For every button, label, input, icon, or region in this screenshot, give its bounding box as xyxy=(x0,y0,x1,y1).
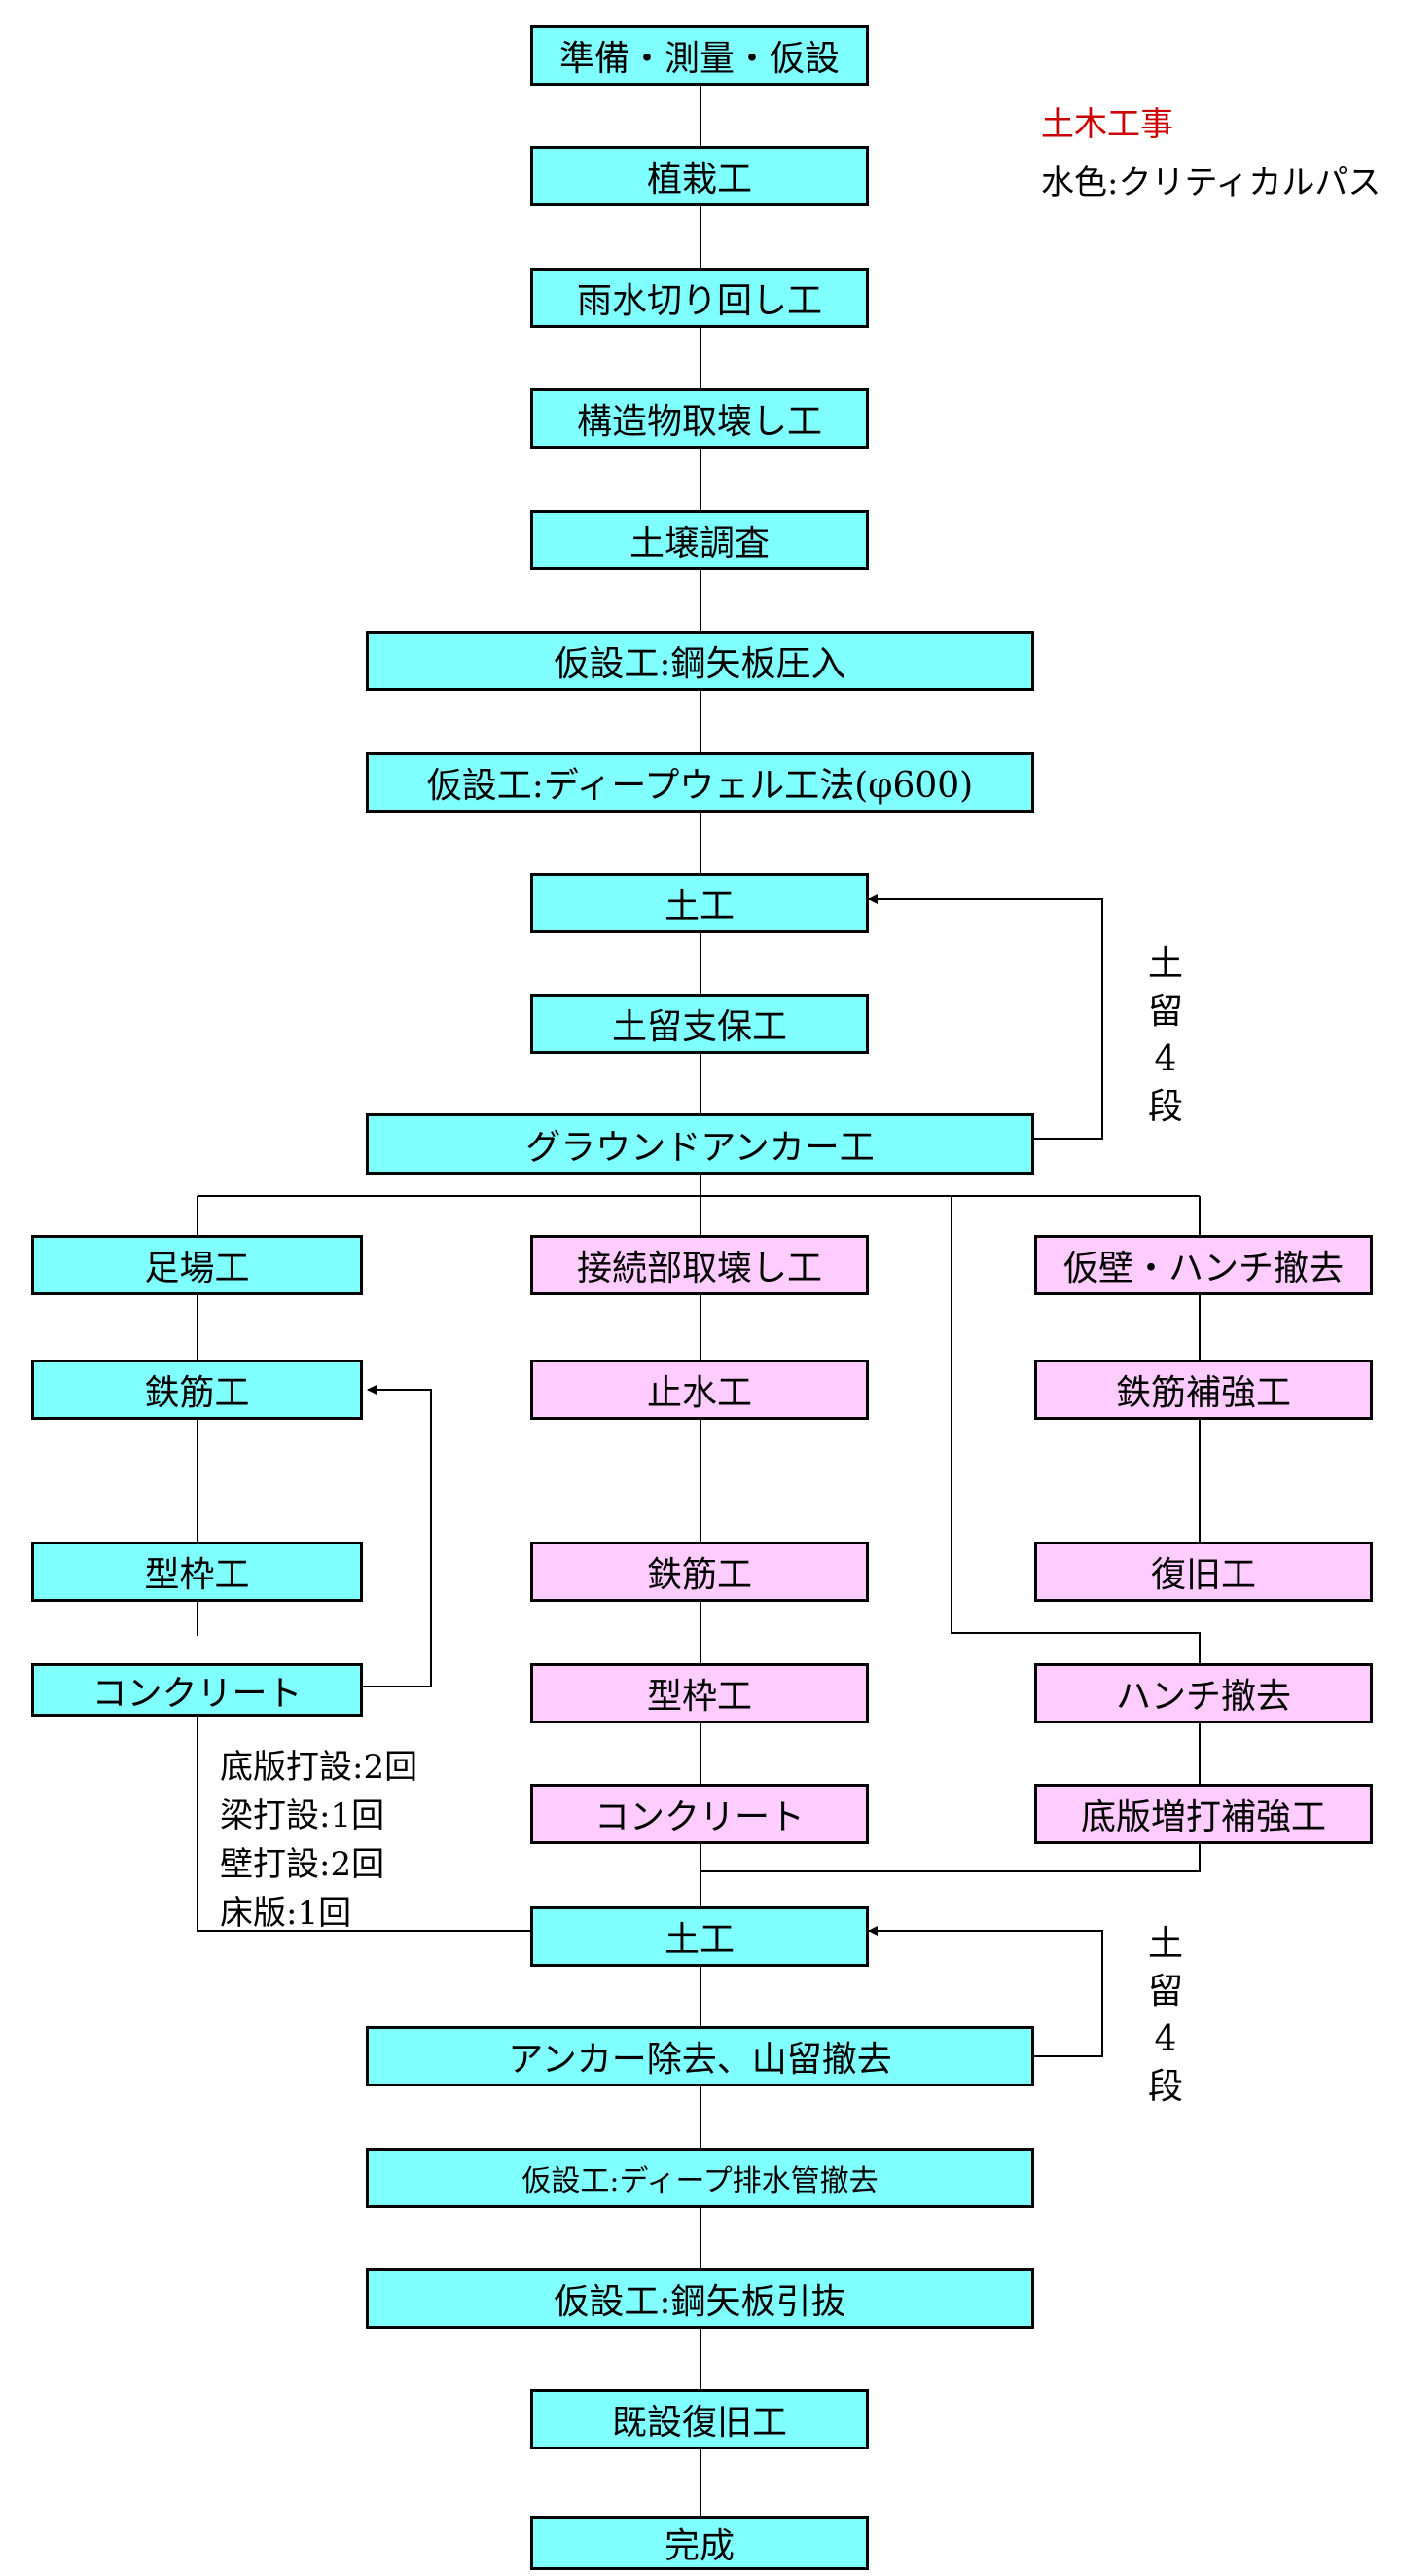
step-scaffolding: 足場工 xyxy=(31,1235,363,1295)
legend-title: 土木工事 xyxy=(1041,105,1173,144)
step-deep-well: 仮設工:ディープウェル工法(φ600) xyxy=(366,752,1034,813)
step-preparation-survey: 準備・測量・仮設 xyxy=(530,25,869,86)
step-anchor-retaining-removal: アンカー除去、山留撤去 xyxy=(366,2026,1034,2086)
step-temp-wall-haunch-removal: 仮壁・ハンチ撤去 xyxy=(1034,1235,1373,1295)
step-earthwork-1: 土工 xyxy=(530,873,869,933)
step-concrete-left: コンクリート xyxy=(31,1663,363,1717)
step-waterproofing: 止水工 xyxy=(530,1360,869,1420)
step-slab-thickening: 底版増打補強工 xyxy=(1034,1784,1373,1844)
pour-note-slab: 底版打設:2回 xyxy=(220,1748,418,1787)
connector-right-bypass xyxy=(951,1196,1201,1663)
step-sheet-pile-extraction: 仮設工:鋼矢板引抜 xyxy=(366,2268,1034,2329)
step-rebar-reinforcement: 鉄筋補強工 xyxy=(1034,1360,1373,1420)
step-earthwork-2: 土工 xyxy=(530,1906,869,1967)
step-ground-anchor: グラウンドアンカー工 xyxy=(366,1113,1034,1175)
step-connection-demolition: 接続部取壊し工 xyxy=(530,1235,869,1295)
step-restoration: 復旧工 xyxy=(1034,1542,1373,1602)
loop-arrow-lower xyxy=(868,1926,1103,2057)
step-concrete-center: コンクリート xyxy=(530,1784,869,1844)
step-rainwater-diversion: 雨水切り回し工 xyxy=(530,268,869,328)
step-formwork-left: 型枠工 xyxy=(31,1542,363,1602)
step-earth-retaining-support: 土留支保工 xyxy=(530,994,869,1054)
step-haunch-removal: ハンチ撤去 xyxy=(1034,1663,1373,1723)
legend-critical-path-note: 水色:クリティカルパス xyxy=(1041,163,1382,202)
step-completion: 完成 xyxy=(530,2516,869,2570)
pour-note-wall: 壁打設:2回 xyxy=(220,1845,385,1884)
pour-note-floor: 床版:1回 xyxy=(220,1894,352,1933)
step-existing-restoration: 既設復旧工 xyxy=(530,2389,869,2449)
pour-note-beam: 梁打設:1回 xyxy=(220,1796,385,1835)
step-soil-survey: 土壌調査 xyxy=(530,510,869,570)
step-rebar-center: 鉄筋工 xyxy=(530,1542,869,1602)
loop-arrow-upper xyxy=(868,894,1103,1140)
step-planting: 植栽工 xyxy=(530,146,869,206)
connector-left-to-earthwork xyxy=(197,1717,530,1932)
step-structure-demolition: 構造物取壊し工 xyxy=(530,388,869,449)
step-deep-drain-removal: 仮設工:ディープ排水管撤去 xyxy=(366,2148,1034,2208)
connector-right-to-center xyxy=(700,1844,1201,1872)
step-formwork-center: 型枠工 xyxy=(530,1663,869,1723)
step-rebar-left: 鉄筋工 xyxy=(31,1360,363,1420)
loop-arrow-left xyxy=(363,1385,432,1687)
step-sheet-pile-press-in: 仮設工:鋼矢板圧入 xyxy=(366,631,1034,691)
